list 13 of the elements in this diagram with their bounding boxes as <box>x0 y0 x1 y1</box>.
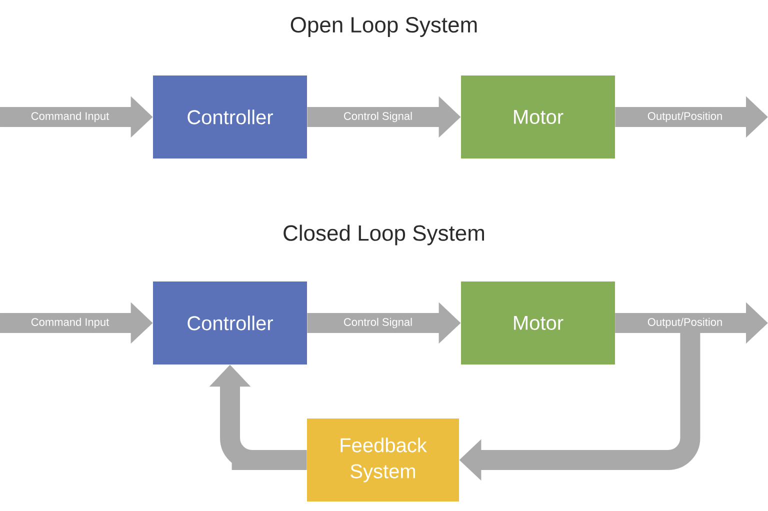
block-box: Motor <box>461 282 615 364</box>
section-title: Closed Loop System <box>284 224 484 246</box>
block-box: Feedback System <box>307 418 459 502</box>
edge-label: Command Input <box>31 112 110 122</box>
edge-label: Control Signal <box>344 318 412 328</box>
edge-label: Control Signal <box>344 112 412 122</box>
block-box: Controller <box>153 76 307 158</box>
edge-label: Output/Position <box>648 112 722 122</box>
section-title: Open Loop System <box>290 17 477 37</box>
block-box: Controller <box>153 282 307 364</box>
edge-label: Output/Position <box>648 318 722 328</box>
block-box: Motor <box>461 76 615 158</box>
edge-label: Command Input <box>31 318 110 328</box>
